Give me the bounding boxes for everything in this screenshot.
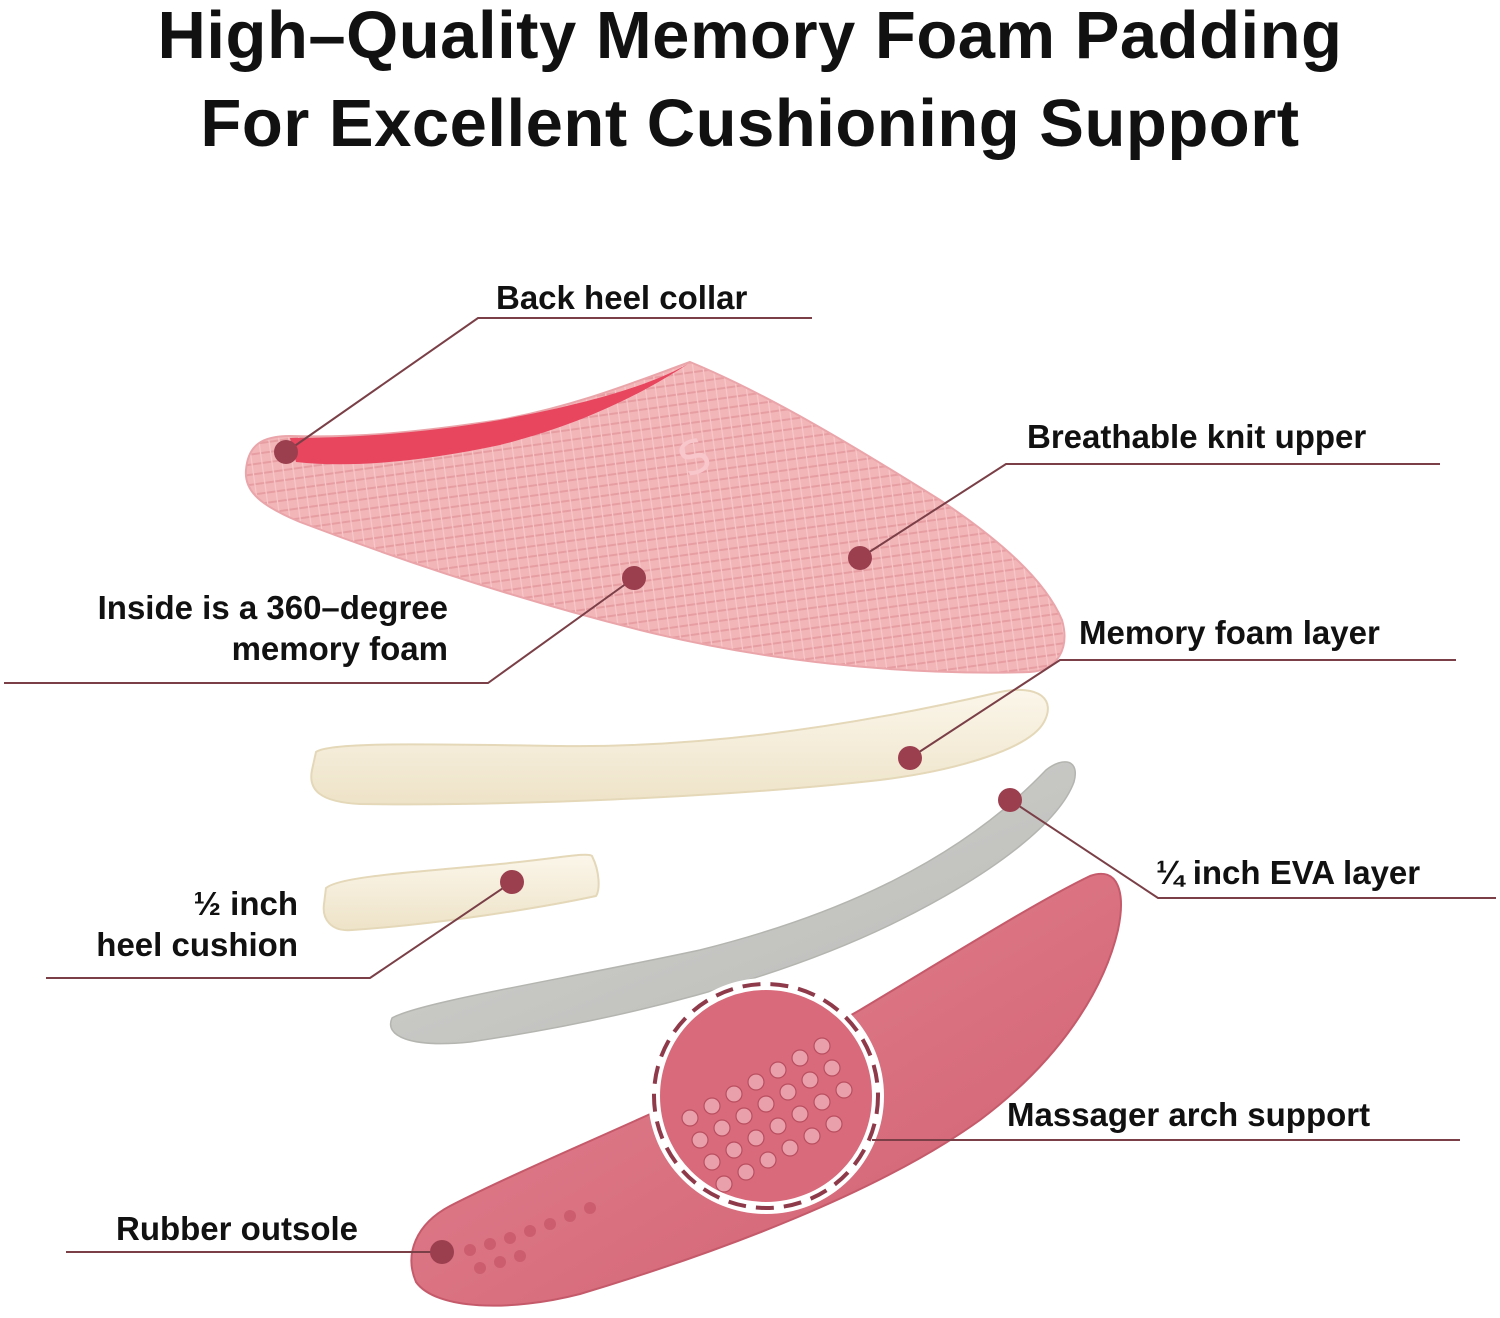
eva-layer-text: inch EVA layer	[1183, 854, 1421, 891]
label-back-heel-collar: Back heel collar	[496, 279, 748, 316]
label-eva-layer: ¼ inch EVA layer	[1156, 852, 1420, 893]
memory-foam-layer	[310, 688, 1049, 806]
slipper-upper: S	[244, 360, 1066, 674]
label-massager-arch-support: Massager arch support	[1007, 1096, 1371, 1133]
eva-layer	[389, 761, 1077, 1045]
massager-zoom-circle	[648, 978, 884, 1214]
label-rubber-outsole: Rubber outsole	[116, 1210, 359, 1247]
label-heel-cushion: ½ inch heel cushion	[40, 883, 298, 966]
label-memory-foam-layer: Memory foam layer	[1079, 614, 1380, 651]
callout-dots	[274, 440, 1022, 1264]
eva-layer-fraction: ¼	[1156, 854, 1184, 891]
headline-line-1: High–Quality Memory Foam Padding	[157, 0, 1343, 73]
label-inside-memory-foam-line1: Inside is a 360–degree	[97, 589, 448, 626]
headline-line-2: For Excellent Cushioning Support	[200, 86, 1300, 161]
heel-cushion	[322, 853, 600, 932]
heel-cushion-fraction: ½	[193, 885, 221, 922]
callout-lines	[4, 317, 1496, 1253]
label-inside-memory-foam: Inside is a 360–degree memory foam	[20, 587, 448, 670]
outsole-tread	[464, 1202, 596, 1274]
heel-cushion-line1: inch	[220, 885, 298, 922]
label-breathable-knit-upper: Breathable knit upper	[1027, 418, 1367, 455]
heel-cushion-line2: heel cushion	[96, 926, 298, 964]
label-inside-memory-foam-line2: memory foam	[231, 630, 448, 668]
